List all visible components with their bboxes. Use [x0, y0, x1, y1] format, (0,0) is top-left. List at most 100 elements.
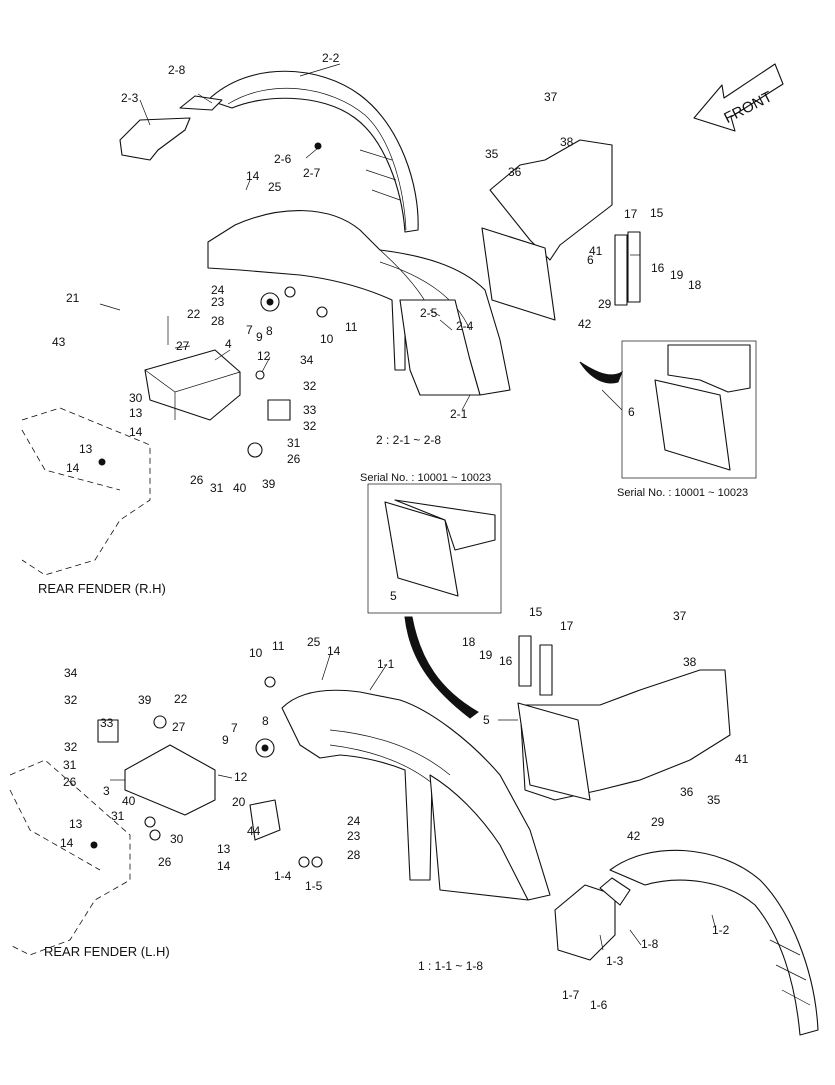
rh-assembly [21, 63, 757, 576]
lh-callout-8: 8 [262, 714, 269, 728]
strip-1-8 [599, 877, 631, 906]
lh-callout-33: 33 [100, 716, 114, 730]
rh-callout-16: 16 [651, 261, 665, 275]
plate-15 [627, 231, 641, 303]
rh-callout-2-1: 2-1 [450, 407, 468, 421]
rh-serial-note: Serial No. : 10001 ~ 10023 [617, 487, 748, 499]
rh-callout-13: 13 [129, 406, 143, 420]
lh-callout-42: 42 [627, 829, 641, 843]
lh-callout-1-2: 1-2 [712, 923, 730, 937]
rh-callout-33: 33 [303, 403, 317, 417]
inset-box-6 [621, 340, 757, 479]
lh-callout-15: 15 [529, 605, 543, 619]
rh-callout-39: 39 [262, 477, 276, 491]
lh-callout-19: 19 [479, 648, 493, 662]
lh-callout-41: 41 [735, 752, 749, 766]
rh-callout-14: 14 [66, 461, 80, 475]
lh-callout-36: 36 [680, 785, 694, 799]
lh-callout-1-5: 1-5 [305, 879, 323, 893]
inset-plate-6 [654, 379, 731, 471]
rh-callout-14: 14 [246, 169, 260, 183]
rh-callout-6: 6 [587, 253, 594, 267]
rh-callout-26: 26 [287, 452, 301, 466]
lh-callout-39: 39 [138, 693, 152, 707]
lh-callout-1-3: 1-3 [606, 954, 624, 968]
rh-callout-35: 35 [485, 147, 499, 161]
lh-callout-9: 9 [222, 733, 229, 747]
rh-callout-26: 26 [190, 473, 204, 487]
lh-callout-14: 14 [60, 836, 74, 850]
lh-callout-3: 3 [103, 784, 110, 798]
rh-callout-22: 22 [187, 307, 201, 321]
bracket-3 [124, 744, 216, 816]
rh-callout-43: 43 [52, 335, 66, 349]
lh-callout-1-4: 1-4 [274, 869, 292, 883]
lh-callout-16: 16 [499, 654, 513, 668]
rh-callout-28: 28 [211, 314, 225, 328]
lh-callout-23: 23 [347, 829, 361, 843]
rh-callout-15: 15 [650, 206, 664, 220]
lh-callout-40: 40 [122, 794, 136, 808]
rh-callout-19: 19 [670, 268, 684, 282]
rh-callout-11: 11 [345, 320, 358, 334]
rh-callout-25: 25 [268, 180, 282, 194]
rh-inset-callout: 6 [628, 405, 635, 419]
lh-callout-14: 14 [217, 859, 231, 873]
rh-callout-32: 32 [303, 379, 317, 393]
lh-callout-32: 32 [64, 740, 78, 754]
lh-callout-7: 7 [231, 721, 238, 735]
fender-1-2 [609, 849, 819, 1036]
lh-callout-44: 44 [247, 824, 261, 838]
rh-callout-2-5: 2-5 [420, 306, 438, 320]
lh-callout-14: 14 [327, 644, 341, 658]
lh-inset-callout: 5 [390, 589, 397, 603]
rh-callout-7: 7 [246, 323, 253, 337]
hardware-rh [98, 142, 328, 466]
rh-callout-24: 24 [211, 283, 225, 297]
lh-callout-10: 10 [249, 646, 263, 660]
lh-callout-12: 12 [234, 770, 248, 784]
lh-callout-1-1: 1-1 [377, 657, 395, 671]
rh-group-note: 2 : 2-1 ~ 2-8 [376, 433, 441, 447]
panel-2-5 [399, 299, 481, 396]
strip-2-8 [179, 95, 223, 111]
rh-callout-40: 40 [233, 481, 247, 495]
rh-callout-41: 41 [589, 244, 603, 258]
rh-caption: REAR FENDER (R.H) [38, 581, 166, 596]
fender-main-2-1 [207, 210, 511, 396]
lh-callout-24: 24 [347, 814, 361, 828]
lh-callout-13: 13 [217, 842, 231, 856]
rh-callout-31: 31 [210, 481, 224, 495]
lh-group-note: 1 : 1-1 ~ 1-8 [418, 959, 483, 973]
lh-callout-32: 32 [64, 693, 78, 707]
lh-caption: REAR FENDER (L.H) [44, 944, 170, 959]
front-arrow: FRONT [693, 63, 784, 132]
rh-callout-30: 30 [129, 391, 143, 405]
rh-callout-36: 36 [508, 165, 522, 179]
lh-assembly [9, 483, 819, 1036]
rh-callout-4: 4 [225, 337, 232, 351]
rh-callout-13: 13 [79, 442, 93, 456]
lh-callout-17: 17 [560, 619, 574, 633]
rh-callout-32: 32 [303, 419, 317, 433]
lh-callout-26: 26 [63, 775, 77, 789]
lh-serial-note: Serial No. : 10001 ~ 10023 [360, 472, 491, 484]
lh-callout-1-8: 1-8 [641, 937, 659, 951]
cover-1-3 [554, 884, 616, 961]
plate-17 [614, 234, 628, 306]
lh-callout-38: 38 [683, 655, 697, 669]
rh-callout-42: 42 [578, 317, 592, 331]
bracket-20 [249, 799, 281, 841]
rh-callout-37: 37 [544, 90, 558, 104]
fender-top-2-2 [207, 70, 419, 233]
bracket-4 [144, 349, 241, 421]
hardware-lh [90, 676, 323, 868]
rh-callout-2-6: 2-6 [274, 152, 292, 166]
panel-1-5 [429, 774, 529, 901]
lh-callout-37: 37 [673, 609, 687, 623]
inset-box-5 [367, 483, 502, 614]
rh-callout-31: 31 [287, 436, 301, 450]
rh-callout-12: 12 [257, 349, 271, 363]
lh-callout-27: 27 [172, 720, 186, 734]
